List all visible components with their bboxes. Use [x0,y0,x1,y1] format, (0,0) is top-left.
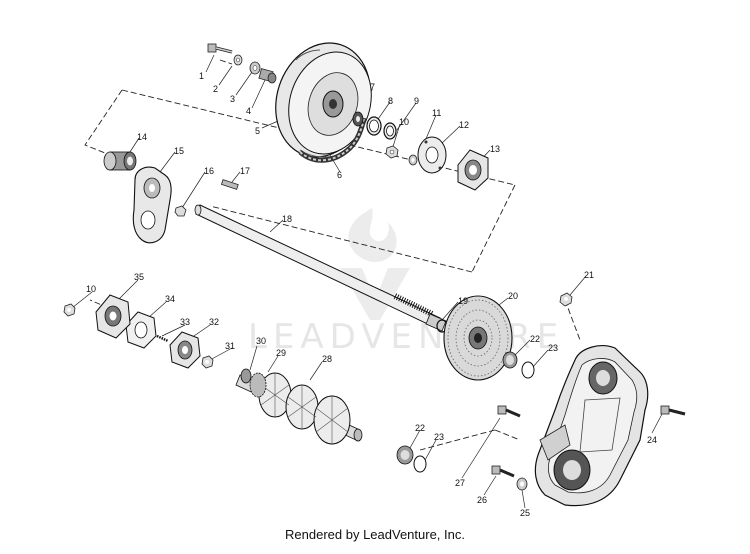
bearing-part-14 [103,151,137,171]
label-part-24: 24 [647,435,657,445]
bolt-part-26 [491,465,515,478]
sprocket-shaft-part-28 [235,372,363,445]
bushing-part-4 [258,68,277,84]
bearing-housing-part-35 [95,294,131,339]
label-part-2: 2 [213,84,218,94]
label-part-29: 29 [276,348,286,358]
label-part-35: 35 [134,272,144,282]
label-part-20: 20 [508,291,518,301]
label-part-10-lower: 10 [86,284,96,294]
label-part-31: 31 [225,341,235,351]
label-part-9: 9 [414,96,419,106]
label-part-10: 10 [399,117,409,127]
nut-part-31 [201,355,214,369]
seal-part-23-upper [521,361,535,379]
nut-part-3 [249,61,261,75]
label-part-15: 15 [174,146,184,156]
label-part-34: 34 [165,294,175,304]
label-part-22-upper: 22 [530,334,540,344]
key-part-17 [220,179,239,190]
bearing-plate-part-15 [132,166,172,244]
ring-part-8 [366,116,382,136]
bolt-part-1 [207,43,233,54]
label-part-12: 12 [459,120,469,130]
gearcase-housing [534,345,649,507]
gear-part-29 [249,372,267,398]
brake-disc-part-20 [443,295,513,381]
label-part-11: 11 [432,108,441,118]
watermark-text: LEADVENTURE [248,317,564,357]
label-part-17: 17 [240,166,250,176]
bolt-part-16 [174,205,187,217]
chain-part-6 [298,117,367,163]
bolt-part-24 [660,405,686,416]
washer-part-11 [408,154,418,166]
label-part-16: 16 [204,166,214,176]
label-part-30: 30 [256,336,266,346]
bearing-part-13 [457,149,489,191]
label-part-5: 5 [255,126,260,136]
bushing-part-22-upper [502,351,518,369]
sprocket-pulley-part-5 [275,42,372,158]
nut-part-10-lower [63,303,76,317]
label-part-6: 6 [337,170,342,180]
seal-part-23-lower [413,455,427,473]
label-part-23-lower: 23 [434,432,444,442]
label-part-25: 25 [520,508,530,518]
gasket-part-34 [125,311,157,349]
label-part-8: 8 [388,96,393,106]
bearing-part-30 [240,368,252,384]
label-part-7: 7 [370,82,375,92]
label-part-32: 32 [209,317,219,327]
washer-part-25 [516,477,528,491]
bolt-part-27 [497,405,521,418]
pin-part-33 [156,334,169,343]
ring-part-9 [383,122,397,140]
footer-credit: Rendered by LeadVenture, Inc. [285,527,465,542]
label-part-14: 14 [137,132,147,142]
label-part-19: 19 [458,296,468,306]
label-part-21: 21 [584,270,594,280]
label-part-28: 28 [322,354,332,364]
label-part-22-lower: 22 [415,423,425,433]
label-part-26: 26 [477,495,487,505]
label-part-23-upper: 23 [548,343,558,353]
bearing-part-32 [169,331,201,369]
label-part-33: 33 [180,317,190,327]
label-part-4: 4 [246,106,251,116]
label-part-1: 1 [199,71,204,81]
bearing-flange-part-12 [417,136,447,174]
bushing-part-22-lower [396,445,414,465]
nut-part-10-top [385,145,399,159]
watermark: LEADVENTURE [248,208,564,357]
label-part-18: 18 [282,214,292,224]
shaft-part-18 [194,204,447,332]
label-part-13: 13 [490,144,500,154]
part-labels: 1 2 3 4 5 6 7 8 9 10 11 12 13 14 15 16 1… [86,71,657,518]
label-part-27: 27 [455,478,465,488]
label-part-3: 3 [230,94,235,104]
nut-part-21 [559,292,573,307]
